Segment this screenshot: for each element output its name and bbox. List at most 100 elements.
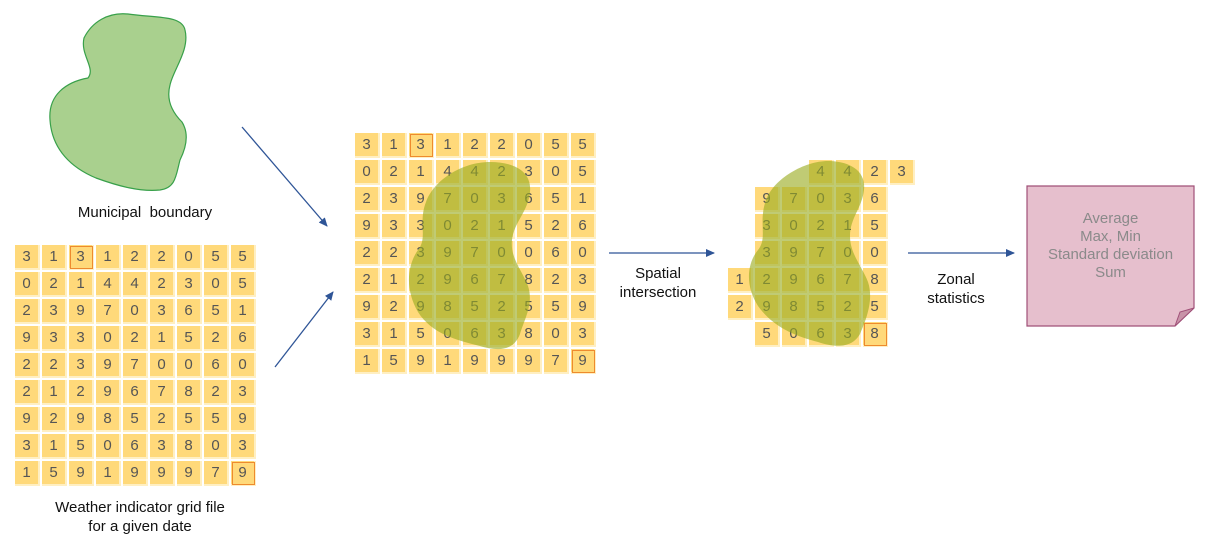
grid-cell: 3 — [177, 272, 202, 297]
statistic-average: Average — [1082, 210, 1139, 227]
grid-cell: 9 — [517, 349, 542, 374]
grid-cell: 2 — [863, 160, 888, 185]
grid-cell: 2 — [150, 245, 175, 270]
grid-cell: 0 — [231, 353, 256, 378]
grid-cell: 2 — [204, 380, 229, 405]
grid-cell: 3 — [69, 245, 94, 270]
grid-cell: 3 — [231, 380, 256, 405]
grid-cell: 9 — [355, 214, 380, 239]
grid-cell: 3 — [890, 160, 915, 185]
grid-cell: 5 — [544, 187, 569, 212]
municipal-boundary-label: Municipal boundary — [40, 204, 250, 222]
grid-cell: 6 — [177, 299, 202, 324]
grid-cell: 9 — [571, 295, 596, 320]
zonal-statistics-line2: statistics — [927, 290, 985, 307]
grid-cell: 0 — [517, 133, 542, 158]
grid-cell: 3 — [69, 353, 94, 378]
grid-cell: 5 — [177, 407, 202, 432]
grid-cell: 6 — [863, 187, 888, 212]
arrow-grid-to-intersection — [274, 291, 334, 368]
grid-cell: 4 — [123, 272, 148, 297]
grid-cell: 1 — [355, 349, 380, 374]
grid-cell: 7 — [204, 461, 229, 486]
grid-cell: 1 — [15, 461, 40, 486]
grid-cell: 0 — [150, 353, 175, 378]
grid-cell: 2 — [490, 133, 515, 158]
grid-cell: 2 — [123, 326, 148, 351]
grid-cell: 9 — [150, 461, 175, 486]
grid-cell: 7 — [150, 380, 175, 405]
grid-cell: 9 — [15, 407, 40, 432]
grid-cell: 1 — [382, 322, 407, 347]
spatial-intersection-label: Spatial intersection — [612, 264, 704, 302]
grid-cell: 5 — [69, 434, 94, 459]
grid-cell: 3 — [409, 133, 434, 158]
grid-cell: 3 — [355, 322, 380, 347]
grid-cell: 2 — [150, 272, 175, 297]
grid-cell: 5 — [517, 214, 542, 239]
grid-cell: 2 — [42, 407, 67, 432]
grid-cell: 2 — [15, 299, 40, 324]
grid-cell: 9 — [123, 461, 148, 486]
grid-cell: 1 — [42, 434, 67, 459]
grid-cell: 2 — [382, 160, 407, 185]
grid-cell: 5 — [204, 407, 229, 432]
grid-cell: 2 — [355, 241, 380, 266]
grid-cell: 3 — [150, 434, 175, 459]
grid-cell: 1 — [96, 245, 121, 270]
grid-cell: 5 — [231, 272, 256, 297]
grid-cell: 5 — [231, 245, 256, 270]
statistic-sum: Sum — [1095, 264, 1126, 281]
grid-cell: 6 — [204, 353, 229, 378]
grid-cell: 1 — [382, 268, 407, 293]
grid-cell: 1 — [409, 160, 434, 185]
grid-cell: 3 — [150, 299, 175, 324]
grid-cell: 2 — [69, 380, 94, 405]
spatial-intersection-line2: intersection — [619, 284, 697, 301]
grid-cell: 9 — [96, 353, 121, 378]
grid-cell: 0 — [177, 353, 202, 378]
grid-cell: 9 — [96, 380, 121, 405]
grid-cell: 2 — [150, 407, 175, 432]
grid-cell: 5 — [863, 214, 888, 239]
grid-cell: 0 — [96, 326, 121, 351]
grid-cell: 9 — [571, 349, 596, 374]
weather-grid-label-line1: Weather indicator grid file — [55, 499, 225, 516]
grid-cell: 3 — [231, 434, 256, 459]
grid-cell: 0 — [571, 241, 596, 266]
grid-cell: 3 — [15, 434, 40, 459]
grid-cell: 1 — [69, 272, 94, 297]
grid-cell: 9 — [69, 461, 94, 486]
grid-cell: 3 — [571, 268, 596, 293]
grid-cell: 1 — [150, 326, 175, 351]
grid-cell: 2 — [544, 268, 569, 293]
arrow-boundary-to-intersection — [241, 126, 328, 227]
grid-cell: 3 — [571, 322, 596, 347]
statistic-max-min: Max, Min — [1080, 228, 1141, 245]
grid-cell: 0 — [204, 434, 229, 459]
grid-cell: 5 — [544, 295, 569, 320]
grid-cell: 9 — [409, 349, 434, 374]
grid-cell: 1 — [436, 133, 461, 158]
grid-cell: 0 — [355, 160, 380, 185]
grid-cell: 2 — [15, 353, 40, 378]
grid-cell: 0 — [863, 241, 888, 266]
grid-cell: 5 — [204, 299, 229, 324]
grid-cell: 6 — [123, 434, 148, 459]
grid-cell: 0 — [15, 272, 40, 297]
grid-cell: 6 — [231, 326, 256, 351]
grid-cell: 5 — [42, 461, 67, 486]
grid-cell: 5 — [755, 322, 780, 347]
grid-cell: 5 — [204, 245, 229, 270]
grid-cell: 7 — [544, 349, 569, 374]
grid-cell: 6 — [123, 380, 148, 405]
grid-cell: 5 — [571, 160, 596, 185]
grid-cell: 9 — [231, 407, 256, 432]
grid-cell: 2 — [355, 187, 380, 212]
municipal-boundary-text: Municipal boundary — [77, 204, 213, 221]
grid-cell: 2 — [42, 272, 67, 297]
weather-grid-label-line2: for a given date — [88, 518, 192, 535]
grid-cell: 0 — [544, 160, 569, 185]
